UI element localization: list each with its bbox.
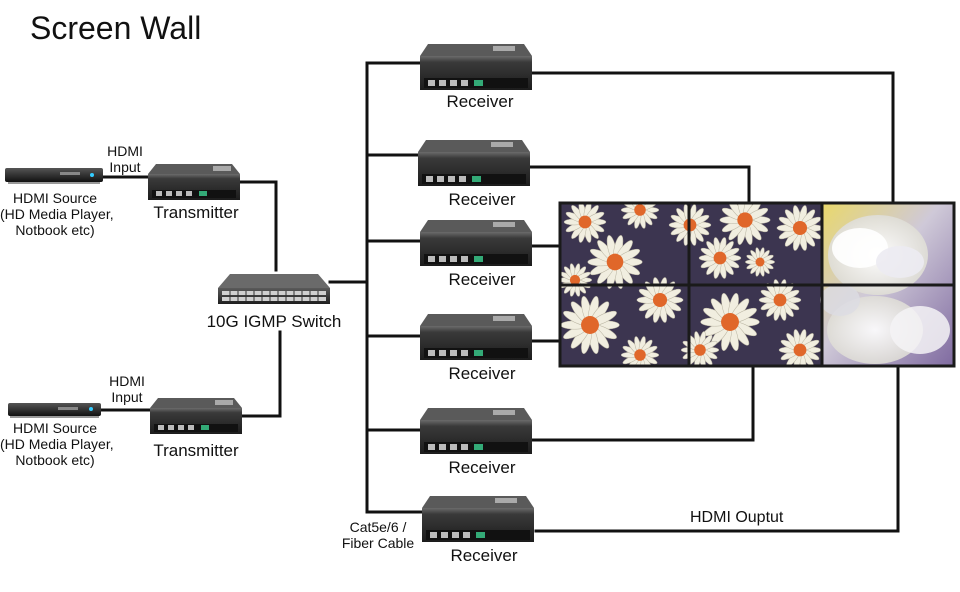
hdmi-input-label-2-line1: HDMI: [109, 373, 145, 389]
rose-image: [820, 215, 950, 364]
receiver-1-device: [420, 44, 532, 90]
hdmi-input-label-2-line2: Input: [111, 389, 143, 405]
receiver-2-label: Receiver: [448, 190, 516, 209]
rx2-out-line: [528, 165, 751, 205]
hdmi-source-1-name: HDMI Source: [12, 190, 98, 206]
hdmi-source-2-name: HDMI Source: [12, 420, 98, 436]
hdmi-input-label-1-line2: Input: [109, 159, 141, 175]
cable-label: Cat5e/6 / Fiber Cable: [336, 519, 420, 551]
transmitter-1-label: Transmitter: [153, 203, 239, 222]
daisy-image: [560, 203, 824, 366]
receiver-5-label: Receiver: [448, 458, 516, 477]
connection-lines: [99, 61, 900, 533]
rx1-out-line: [530, 71, 895, 205]
hdmi-output-label: HDMI Ouptut: [690, 509, 784, 526]
hdmi-source-2-label: HDMI Source (HD Media Player, Notbook et…: [0, 420, 114, 468]
switch-label: 10G IGMP Switch: [206, 312, 342, 331]
hdmi-source-1-detail1: (HD Media Player,: [0, 206, 114, 222]
tx2-to-switch-line: [241, 330, 282, 418]
screen-wall: [558, 201, 956, 368]
page-title: Screen Wall: [30, 10, 202, 46]
hdmi-source-1-detail2: Notbook etc): [15, 222, 95, 238]
transmitter-2-label: Transmitter: [153, 441, 239, 460]
hdmi-source-1-label: HDMI Source (HD Media Player, Notbook et…: [0, 190, 114, 238]
receiver-6-label: Receiver: [450, 546, 518, 565]
hdmi-source-2-detail2: Notbook etc): [15, 452, 95, 468]
hdmi-source-2-device: [8, 403, 101, 418]
transmitter-1-device: [148, 164, 240, 200]
receiver-2-device: [418, 140, 530, 186]
rx6-out-line: [534, 364, 900, 533]
igmp-switch-device: [218, 274, 330, 304]
cable-label-line2: Fiber Cable: [341, 535, 415, 551]
hdmi-input-label-2: HDMI Input: [106, 373, 148, 405]
receiver-5-device: [420, 408, 532, 454]
receiver-4-label: Receiver: [448, 364, 516, 383]
transmitter-2-device: [150, 398, 242, 434]
receiver-3-device: [420, 220, 532, 266]
receiver-6-device: [422, 496, 534, 542]
hdmi-source-2-detail1: (HD Media Player,: [0, 436, 114, 452]
tx1-to-switch-line: [238, 180, 278, 272]
hdmi-input-label-1-line1: HDMI: [107, 143, 143, 159]
hdmi-source-1-device: [5, 168, 103, 184]
receiver-4-device: [420, 314, 532, 360]
hdmi-input-label-1: HDMI Input: [104, 143, 146, 175]
cable-label-line1: Cat5e/6 /: [349, 519, 407, 535]
rx5-out-line: [530, 364, 755, 442]
receiver-1-label: Receiver: [446, 92, 514, 111]
receiver-3-label: Receiver: [448, 270, 516, 289]
